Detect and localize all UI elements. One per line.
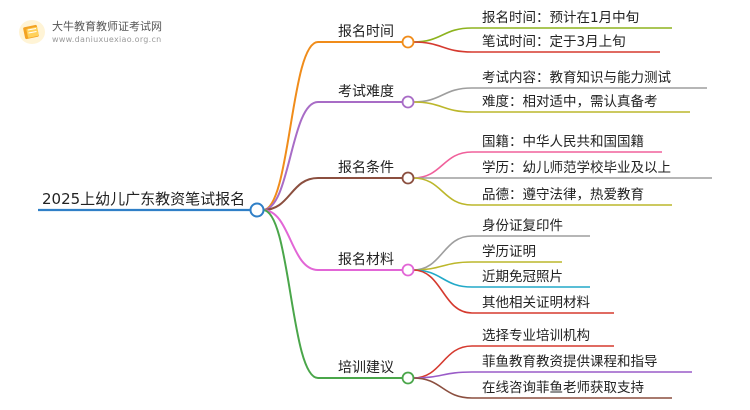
brand-logo: 大牛教育教师证考试网 www.daniuxuexiao.org.cn [18, 18, 278, 50]
leaf-connector [412, 269, 473, 314]
branch-label: 培训建议 [338, 360, 394, 376]
leaf-label: 笔试时间：定于3月上旬 [482, 34, 626, 50]
leaf-label: 其他相关证明材料 [482, 295, 590, 311]
leaf-label: 近期免冠照片 [482, 269, 563, 285]
leaf-connector [412, 87, 473, 103]
branch-connector [262, 209, 319, 271]
leaf-label: 在线咨询菲鱼老师获取支持 [482, 379, 644, 396]
branch-label: 报名时间 [338, 24, 394, 40]
leaf-connector [412, 377, 473, 399]
leaf-connector [412, 101, 473, 113]
branch-label: 报名材料 [338, 252, 394, 268]
leaf-label: 品德：遵守法律，热爱教育 [482, 186, 644, 203]
branch-node-circle [401, 35, 415, 49]
leaf-connector [412, 345, 473, 379]
branch-label: 考试难度 [338, 84, 394, 100]
branch-connector [262, 101, 319, 211]
book-logo-icon [19, 20, 45, 44]
root-node-circle [249, 202, 265, 218]
branch-node-circle [401, 263, 415, 277]
branch-node-circle [401, 371, 415, 385]
branch-node-circle [401, 171, 415, 185]
leaf-connector [412, 151, 473, 179]
leaf-connector [412, 41, 473, 53]
branch-connector [262, 41, 319, 211]
leaf-label: 报名时间：预计在1月中旬 [482, 10, 639, 26]
leaf-connector [412, 27, 473, 43]
root-label: 2025上幼儿广东教资笔试报名 [42, 190, 245, 208]
leaf-label: 选择专业培训机构 [482, 328, 590, 344]
brand-url: www.daniuxuexiao.org.cn [52, 35, 162, 44]
leaf-connector [412, 235, 473, 271]
leaf-label: 国籍：中华人民共和国国籍 [482, 133, 644, 150]
leaf-label: 考试内容：教育知识与能力测试 [482, 69, 671, 86]
leaf-label: 菲鱼教育教资提供课程和指导 [482, 353, 658, 370]
branch-node-circle [401, 95, 415, 109]
leaf-label: 身份证复印件 [482, 217, 563, 234]
leaf-label: 难度：相对适中，需认真备考 [482, 93, 658, 110]
branch-connector [262, 209, 319, 379]
branch-label: 报名条件 [338, 159, 394, 176]
leaf-label: 学历证明 [482, 244, 536, 260]
branch-connector [262, 177, 319, 211]
leaf-connector [412, 371, 473, 379]
leaf-label: 学历：幼儿师范学校毕业及以上 [482, 159, 671, 176]
leaf-connector [412, 269, 473, 288]
leaf-connector [412, 177, 473, 206]
brand-title: 大牛教育教师证考试网 [52, 20, 162, 33]
